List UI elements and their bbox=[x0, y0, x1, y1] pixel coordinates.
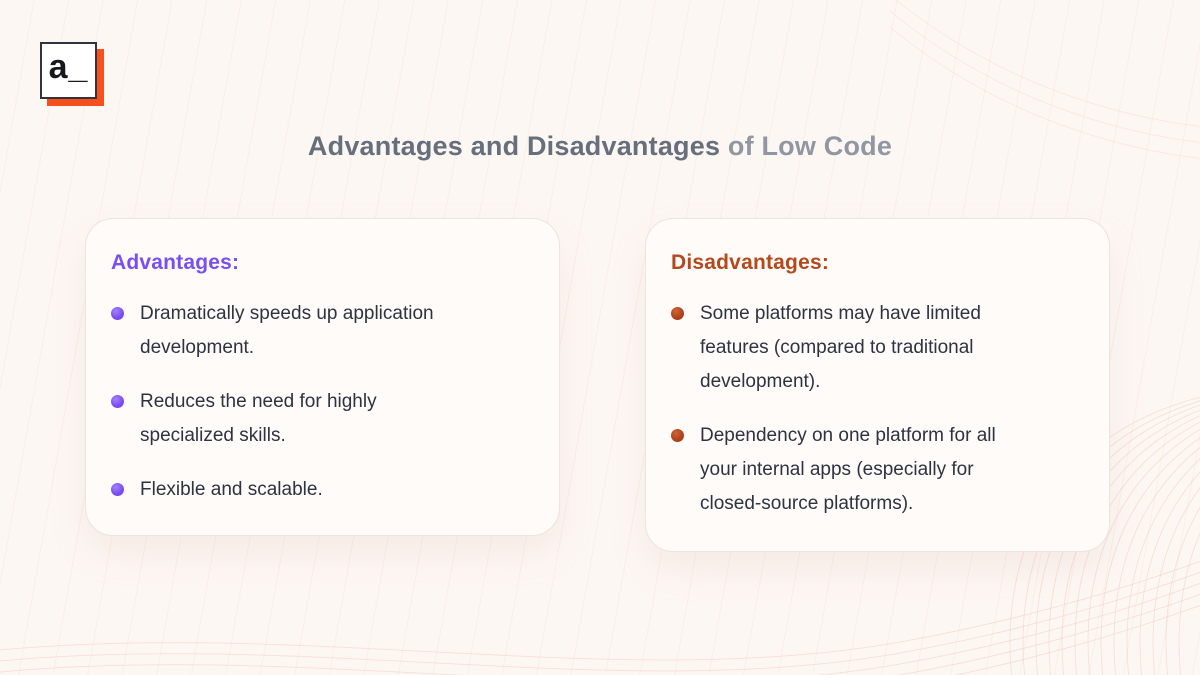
logo-box: a_ bbox=[40, 42, 97, 99]
bullet-dot-icon bbox=[111, 395, 124, 408]
page-title-primary: Advantages and Disadvantages bbox=[307, 131, 721, 161]
list-item: Dependency on one platform for all your … bbox=[671, 419, 1089, 521]
list-item-text: Reduces the need for highly specialized … bbox=[140, 391, 377, 446]
page-title: Advantages and Disadvantages of Low Code bbox=[0, 131, 1200, 162]
disadvantages-card: Disadvantages: Some platforms may have l… bbox=[645, 218, 1110, 552]
advantages-list: Dramatically speeds up application devel… bbox=[111, 297, 539, 507]
disadvantages-heading: Disadvantages: bbox=[671, 251, 830, 274]
list-item-text: Dramatically speeds up application devel… bbox=[140, 303, 434, 358]
page-title-secondary: of Low Code bbox=[720, 131, 893, 161]
list-item: Reduces the need for highly specialized … bbox=[111, 385, 539, 453]
bullet-dot-icon bbox=[111, 483, 124, 496]
bullet-dot-icon bbox=[671, 307, 684, 320]
bullet-dot-icon bbox=[111, 307, 124, 320]
list-item: Some platforms may have limited features… bbox=[671, 297, 1089, 399]
logo-glyph: a_ bbox=[48, 47, 89, 86]
list-item-text: Flexible and scalable. bbox=[140, 479, 323, 500]
list-item-text: Some platforms may have limited features… bbox=[700, 303, 981, 392]
advantages-heading: Advantages: bbox=[111, 251, 240, 274]
list-item: Dramatically speeds up application devel… bbox=[111, 297, 539, 365]
appsmith-logo: a_ bbox=[40, 42, 104, 106]
advantages-card: Advantages: Dramatically speeds up appli… bbox=[85, 218, 560, 536]
list-item: Flexible and scalable. bbox=[111, 473, 539, 507]
disadvantages-list: Some platforms may have limited features… bbox=[671, 297, 1089, 521]
list-item-text: Dependency on one platform for all your … bbox=[700, 425, 996, 514]
bullet-dot-icon bbox=[671, 429, 684, 442]
